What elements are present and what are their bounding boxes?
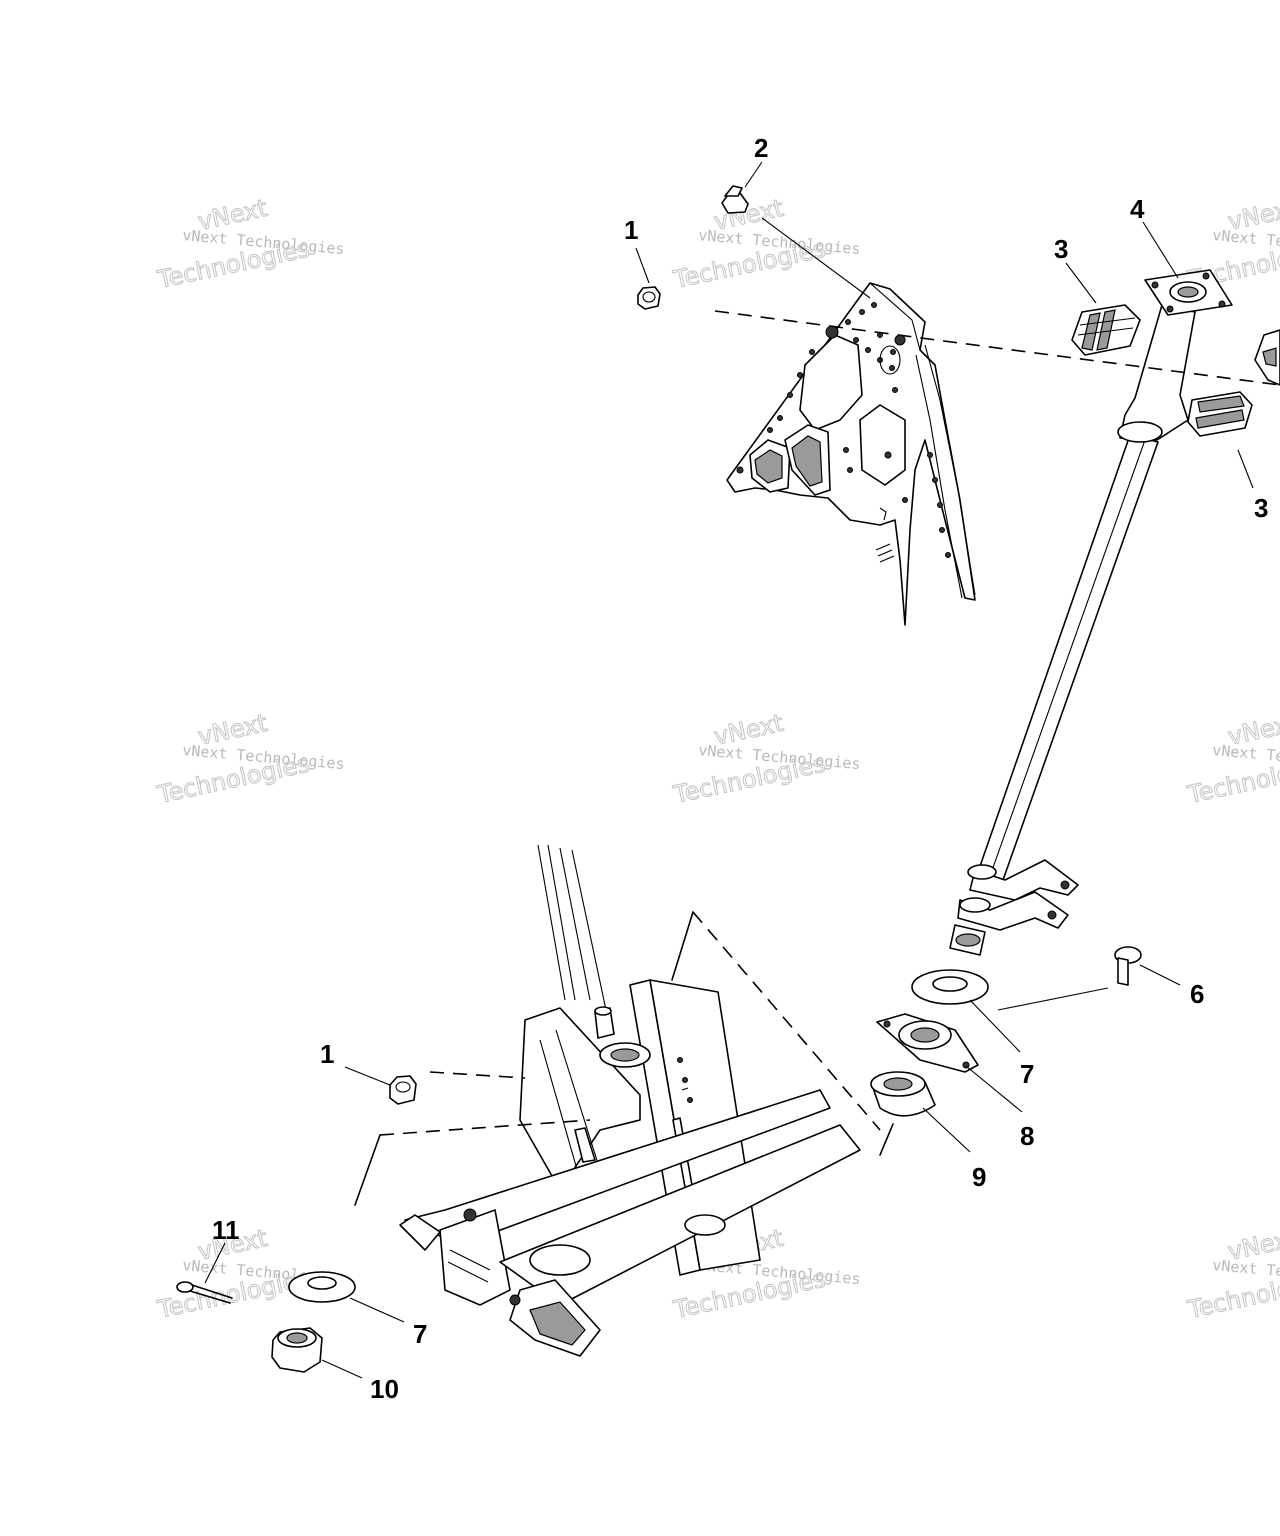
callout-2: 2	[754, 133, 768, 163]
part-flange-plate	[876, 1013, 979, 1073]
part-grease-fitting	[721, 185, 749, 214]
part-bushing-upper-left	[1071, 304, 1141, 356]
callout-1-upper: 1	[624, 215, 638, 245]
callout-7-lower: 7	[413, 1319, 427, 1349]
watermark: vNext vNext Technologies Technologies	[670, 708, 861, 809]
upper-support-plate	[726, 282, 976, 626]
watermark: vNext vNext Technologies Technologies	[154, 193, 345, 294]
steering-post	[949, 269, 1233, 956]
watermark: vNext vNext Technologies Technologies	[670, 193, 861, 294]
part-castle-nut	[271, 1327, 323, 1373]
part-washer-lower	[288, 1271, 356, 1303]
part-cotter-pin	[176, 1281, 233, 1304]
callout-3-right: 3	[1254, 493, 1268, 523]
callout-9: 9	[972, 1162, 986, 1192]
callout-11: 11	[212, 1215, 240, 1245]
part-washer-upper	[911, 969, 989, 1005]
lower-chassis-frame	[399, 844, 861, 1357]
callout-10: 10	[370, 1374, 399, 1404]
callout-3-upper: 3	[1054, 234, 1068, 264]
callout-8: 8	[1020, 1121, 1034, 1151]
part-nut-lower	[389, 1075, 417, 1105]
watermark: vNext vNext Technologies Technologies	[1184, 1223, 1280, 1324]
part-edge-piece	[1254, 329, 1280, 386]
callout-4: 4	[1130, 194, 1145, 224]
callout-7-upper: 7	[1020, 1059, 1034, 1089]
leader-lines	[204, 161, 1280, 1379]
part-bushing-upper-right	[1187, 391, 1253, 437]
callout-6: 6	[1190, 979, 1204, 1009]
callout-1-lower: 1	[320, 1039, 334, 1069]
part-bearing	[870, 1071, 936, 1117]
part-nut-upper	[637, 286, 661, 310]
watermark: vNext vNext Technologies Technologies	[154, 708, 345, 809]
watermark: vNext vNext Technologies Technologies	[1184, 708, 1280, 809]
callouts: 1 2 3 4 3 1 6 7 8 9 11 7 10	[212, 133, 1268, 1404]
part-bolt	[1114, 946, 1142, 986]
